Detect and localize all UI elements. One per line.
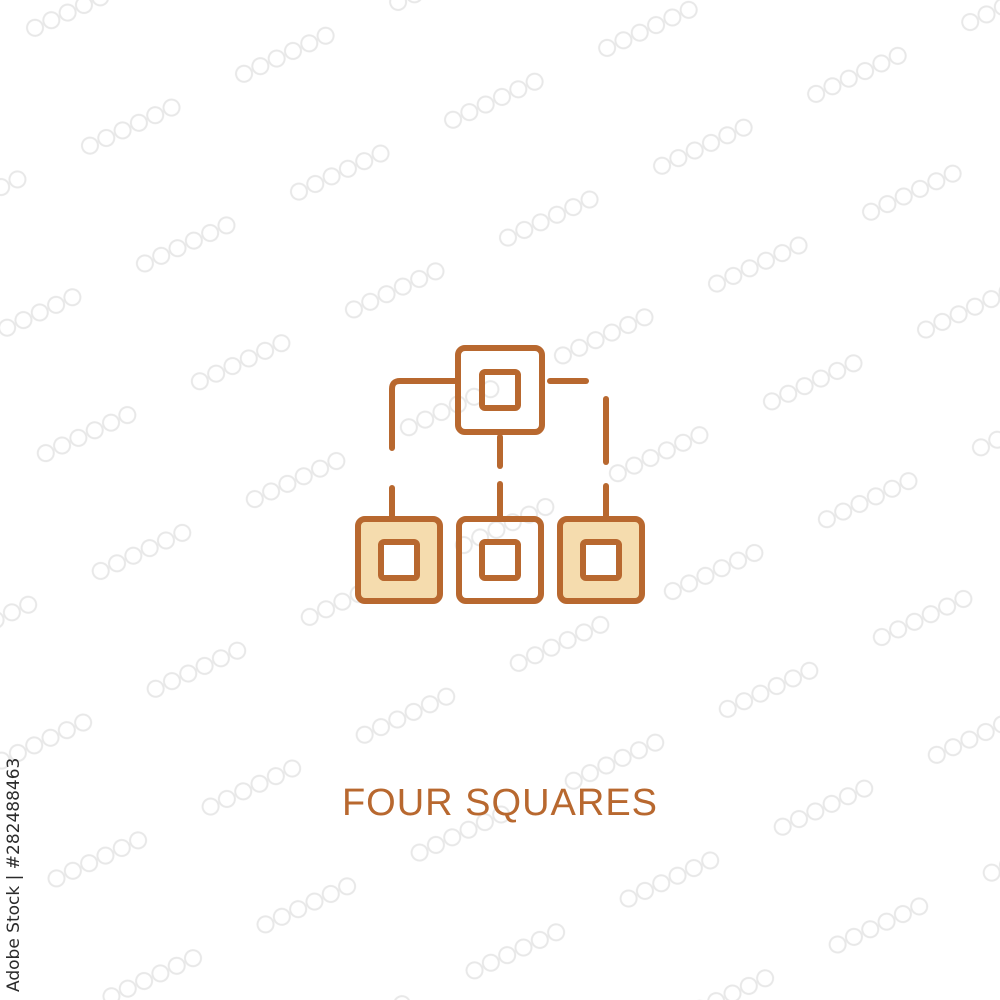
child-square-middle <box>456 516 544 604</box>
child-square-right <box>557 516 645 604</box>
child-square-left <box>355 516 443 604</box>
parent-square <box>455 345 545 435</box>
stock-id-label: Adobe Stock | #282488463 <box>4 757 24 992</box>
icon-caption: FOUR SQUARES <box>341 782 659 824</box>
connector-lines <box>389 378 609 520</box>
